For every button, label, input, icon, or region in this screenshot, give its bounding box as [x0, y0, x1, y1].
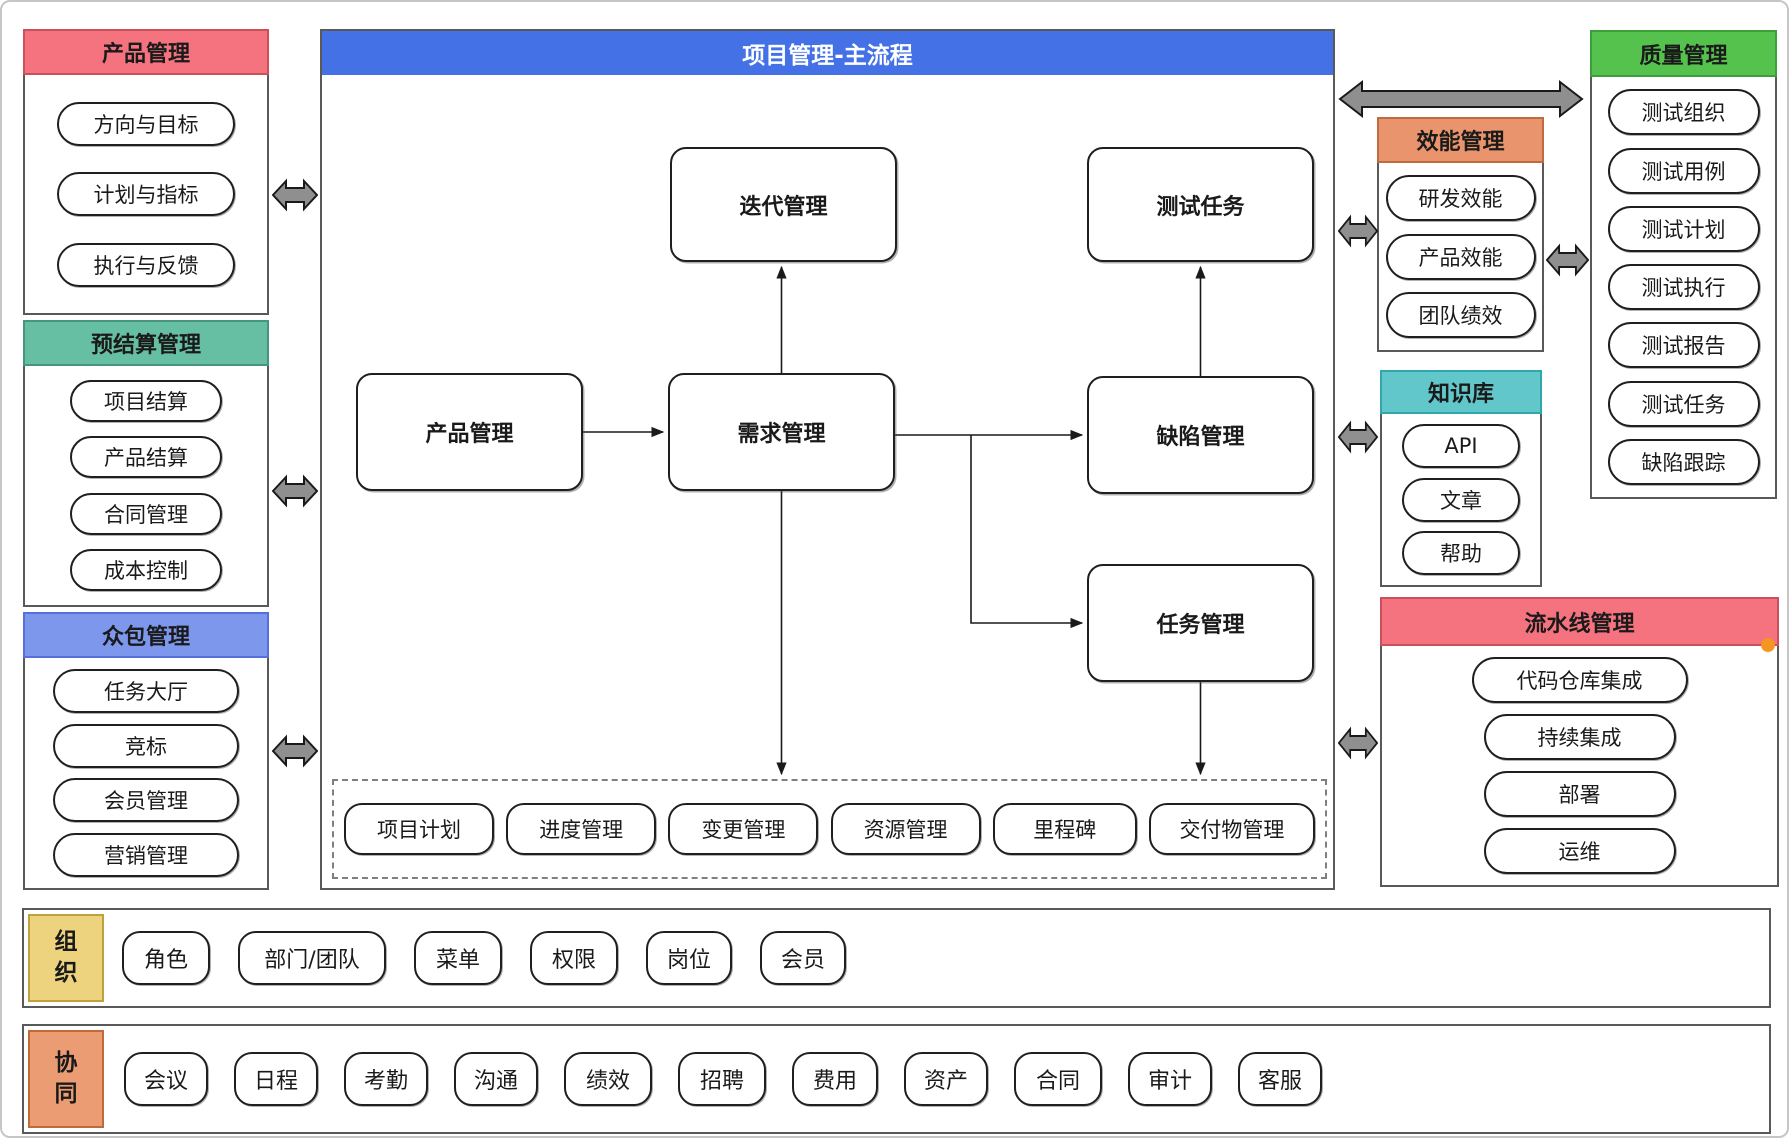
connector-dot-icon	[1761, 638, 1775, 652]
pill-assets: 资产	[904, 1052, 988, 1106]
pill-permissions: 权限	[530, 931, 618, 985]
organization-pills: 角色 部门/团队 菜单 权限 岗位 会员	[122, 931, 846, 985]
bidirectional-arrow-icon-left-3	[272, 734, 318, 768]
row-organization: 组织 角色 部门/团队 菜单 权限 岗位 会员	[22, 908, 1771, 1008]
pill-cost-control: 成本控制	[70, 548, 222, 591]
pill-execution-feedback: 执行与反馈	[57, 242, 235, 287]
crowdsourcing-management-header: 众包管理	[23, 612, 269, 658]
node-iteration-management: 迭代管理	[670, 147, 897, 262]
node-test-task: 测试任务	[1087, 147, 1314, 262]
crowdsourcing-management-body: 任务大厅 竞标 会员管理 营销管理	[23, 658, 269, 890]
pill-product-efficiency: 产品效能	[1385, 233, 1536, 280]
pill-performance: 绩效	[564, 1052, 652, 1106]
project-subprocess-group: 项目计划 进度管理 变更管理 资源管理 里程碑 交付物管理	[332, 779, 1327, 879]
collaboration-pills: 会议 日程 考勤 沟通 绩效 招聘 费用 资产 合同 审计 客服	[124, 1052, 1322, 1106]
pill-test-report: 测试报告	[1607, 322, 1760, 369]
pill-help: 帮助	[1402, 531, 1520, 576]
bidirectional-arrow-icon-left-1	[272, 178, 318, 212]
bidirectional-arrow-icon-left-2	[272, 474, 318, 508]
collaboration-label: 协同	[28, 1030, 104, 1128]
pill-department-team: 部门/团队	[238, 931, 386, 985]
quality-management-header: 质量管理	[1590, 30, 1777, 77]
budget-management-header: 预结算管理	[23, 320, 269, 366]
pill-marketing-management: 营销管理	[53, 833, 239, 878]
pill-code-repo-integration: 代码仓库集成	[1471, 657, 1688, 703]
pill-change-management: 变更管理	[668, 803, 819, 855]
pill-defect-tracking: 缺陷跟踪	[1607, 438, 1760, 485]
pill-test-execution: 测试执行	[1607, 264, 1760, 310]
bidirectional-arrow-icon-right-3	[1338, 726, 1378, 760]
pipeline-management-header: 流水线管理	[1380, 597, 1779, 646]
pill-api: API	[1402, 423, 1520, 468]
pill-project-settlement: 项目结算	[70, 380, 222, 423]
pipeline-management-body: 代码仓库集成 持续集成 部署 运维	[1380, 646, 1779, 887]
pill-resource-management: 资源管理	[830, 803, 981, 855]
bidirectional-arrow-icon-right-2	[1338, 420, 1378, 454]
node-product-management: 产品管理	[356, 373, 583, 491]
pill-milestone: 里程碑	[992, 803, 1137, 855]
node-requirement-management: 需求管理	[668, 373, 895, 491]
panel-budget-management: 预结算管理 项目结算 产品结算 合同管理 成本控制	[23, 320, 269, 607]
knowledge-base-body: API 文章 帮助	[1380, 414, 1542, 587]
pill-contract-management: 合同管理	[70, 492, 222, 535]
panel-quality-management: 质量管理 测试组织 测试用例 测试计划 测试执行 测试报告 测试任务 缺陷跟踪	[1590, 30, 1777, 499]
panel-main-process: 项目管理-主流程 迭代管理 测试任务 产品管理 需求管理 缺陷管理 任务管理	[320, 29, 1335, 890]
pill-roles: 角色	[122, 931, 210, 985]
pill-rd-efficiency: 研发效能	[1385, 175, 1536, 222]
pill-contracts: 合同	[1014, 1052, 1102, 1106]
bidirectional-arrow-icon-top-long	[1338, 79, 1584, 119]
pill-continuous-integration: 持续集成	[1483, 714, 1676, 760]
pill-direction-goals: 方向与目标	[57, 101, 235, 146]
pill-positions: 岗位	[646, 931, 732, 985]
pill-communication: 沟通	[454, 1052, 538, 1106]
bidirectional-arrow-icon-right-1	[1338, 214, 1378, 248]
product-management-header: 产品管理	[23, 29, 269, 75]
organization-label: 组织	[28, 914, 104, 1002]
pill-deployment: 部署	[1483, 771, 1676, 817]
main-process-header: 项目管理-主流程	[322, 31, 1333, 75]
pill-progress-management: 进度管理	[506, 803, 657, 855]
row-collaboration: 协同 会议 日程 考勤 沟通 绩效 招聘 费用 资产 合同 审计 客服	[22, 1024, 1771, 1134]
pill-task-hall: 任务大厅	[53, 668, 239, 713]
pill-product-settlement: 产品结算	[70, 436, 222, 479]
knowledge-base-header: 知识库	[1380, 370, 1542, 414]
pill-test-task: 测试任务	[1607, 380, 1760, 427]
efficiency-management-body: 研发效能 产品效能 团队绩效	[1377, 163, 1544, 352]
pill-team-performance: 团队绩效	[1385, 291, 1536, 338]
pill-operations: 运维	[1483, 828, 1676, 874]
budget-management-body: 项目结算 产品结算 合同管理 成本控制	[23, 366, 269, 607]
pill-plans-indicators: 计划与指标	[57, 172, 235, 216]
node-task-management: 任务管理	[1087, 564, 1314, 682]
pill-members: 会员	[760, 931, 846, 985]
pill-schedule: 日程	[234, 1052, 318, 1106]
panel-pipeline-management: 流水线管理 代码仓库集成 持续集成 部署 运维	[1380, 597, 1779, 887]
pill-articles: 文章	[1402, 477, 1520, 522]
pill-deliverable-management: 交付物管理	[1148, 803, 1315, 855]
pill-expenses: 费用	[792, 1052, 878, 1106]
pill-member-management: 会员管理	[53, 778, 239, 823]
pill-test-plan: 测试计划	[1607, 205, 1760, 252]
panel-crowdsourcing-management: 众包管理 任务大厅 竞标 会员管理 营销管理	[23, 612, 269, 890]
panel-efficiency-management: 效能管理 研发效能 产品效能 团队绩效	[1377, 117, 1544, 352]
efficiency-management-header: 效能管理	[1377, 117, 1544, 163]
product-management-body: 方向与目标 计划与指标 执行与反馈	[23, 75, 269, 315]
pill-recruitment: 招聘	[678, 1052, 766, 1106]
pill-project-plan: 项目计划	[344, 803, 494, 855]
pill-bidding: 竞标	[53, 723, 239, 768]
pill-test-case: 测试用例	[1607, 147, 1760, 194]
pill-test-organization: 测试组织	[1607, 89, 1760, 136]
pill-audit: 审计	[1128, 1052, 1212, 1106]
pill-menus: 菜单	[414, 931, 502, 985]
pill-attendance: 考勤	[344, 1052, 428, 1106]
pill-customer-service: 客服	[1238, 1052, 1322, 1106]
panel-product-management: 产品管理 方向与目标 计划与指标 执行与反馈	[23, 29, 269, 315]
pill-meetings: 会议	[124, 1052, 208, 1106]
node-defect-management: 缺陷管理	[1087, 376, 1314, 494]
quality-management-body: 测试组织 测试用例 测试计划 测试执行 测试报告 测试任务 缺陷跟踪	[1590, 77, 1777, 499]
bidirectional-arrow-icon-mid	[1546, 243, 1589, 277]
panel-knowledge-base: 知识库 API 文章 帮助	[1380, 370, 1542, 587]
